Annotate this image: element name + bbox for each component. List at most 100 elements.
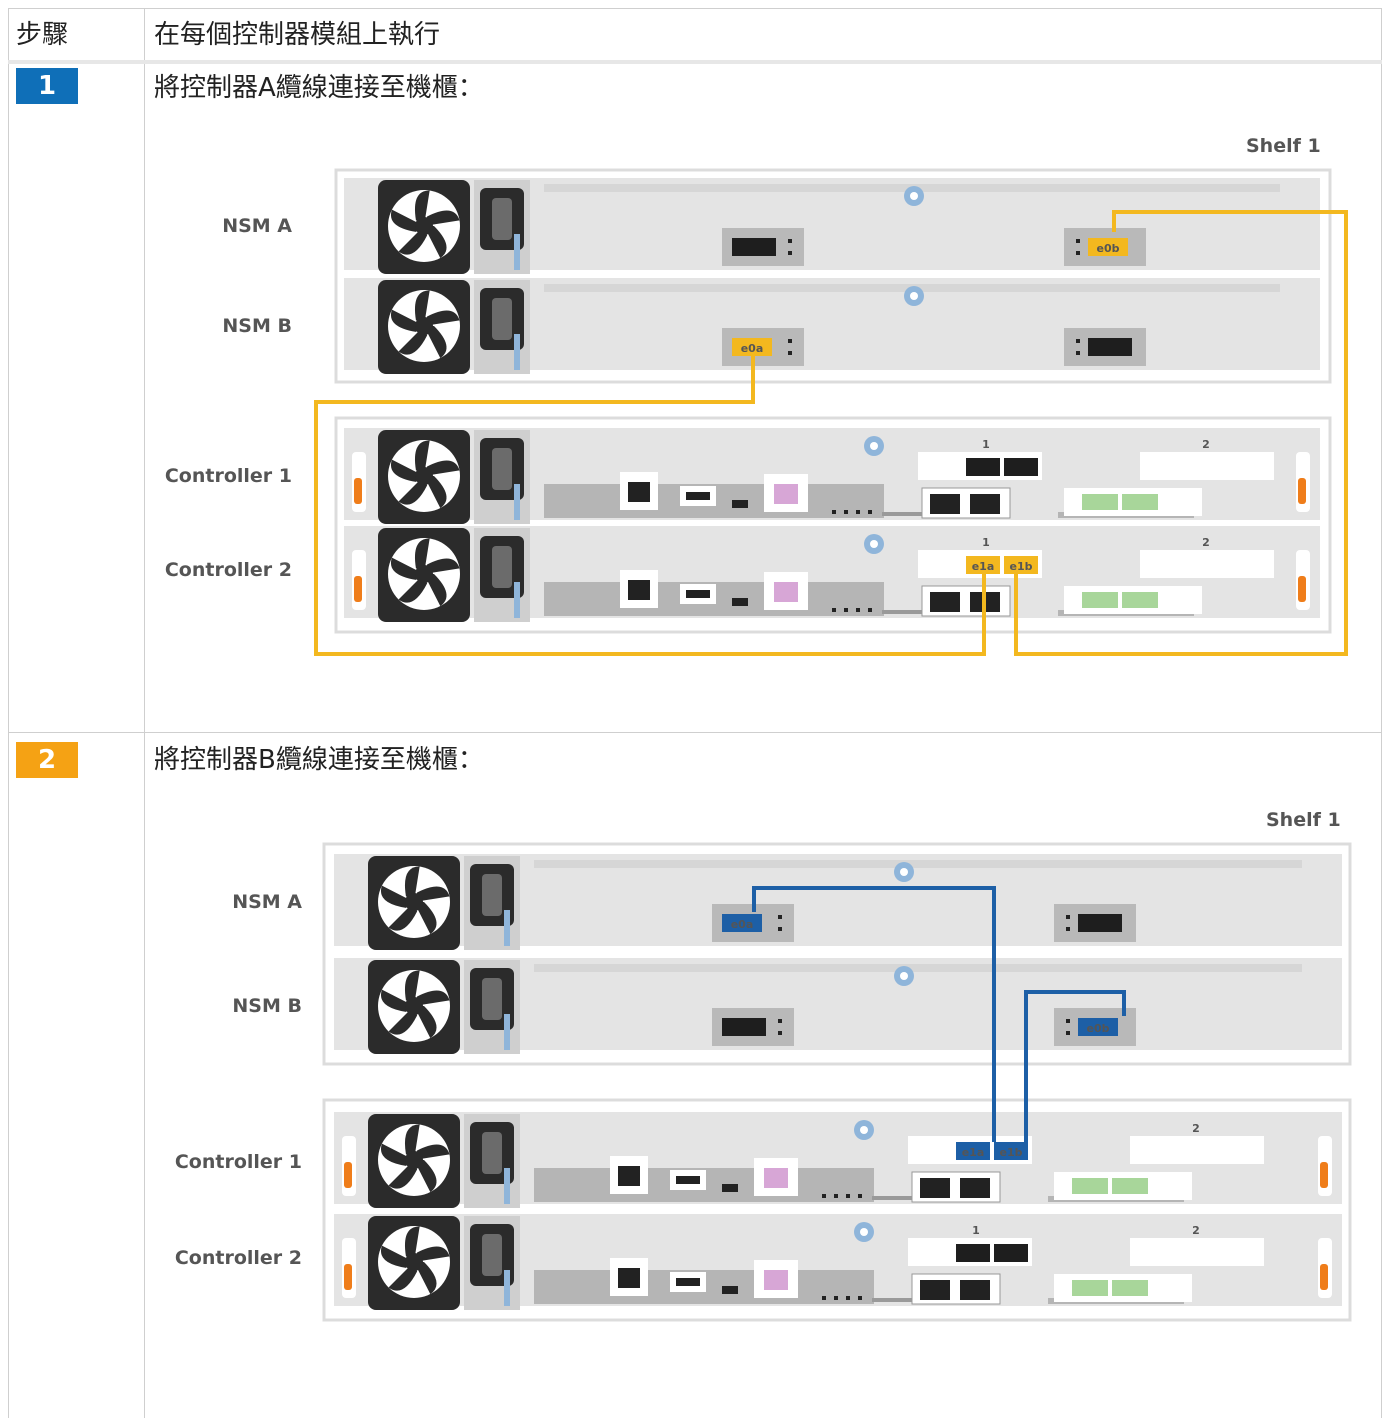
left-latch-icon: [344, 1264, 352, 1290]
right-latch-icon: [1298, 478, 1306, 504]
ethernet-port-icon: [628, 482, 650, 502]
port-led: [788, 251, 792, 255]
port-label: e1a: [962, 1146, 985, 1159]
status-led: [822, 1296, 826, 1300]
ethernet-port-icon: [970, 494, 1000, 514]
port-label: e1b: [1000, 1146, 1023, 1159]
status-led: [856, 608, 860, 612]
sfp-port-icon: [1072, 1178, 1108, 1194]
qsfp-port-e1a: [956, 1142, 990, 1160]
power-socket-inner: [492, 448, 512, 490]
slot-number: 2: [1192, 1122, 1200, 1135]
step-title: 將控制器A纜線連接至機櫃：: [154, 73, 484, 103]
thumbscrew-center: [910, 192, 918, 200]
fan-blade: [414, 886, 450, 902]
sfp-port-icon: [1072, 1280, 1108, 1296]
status-led: [832, 510, 836, 514]
fan-blade: [414, 1006, 437, 1039]
sas-cable: [1014, 210, 1348, 656]
sas-port-left: [732, 338, 772, 356]
thumbscrew-center: [860, 1228, 868, 1236]
qsfp-port-e1a: [956, 1244, 990, 1262]
slot-number: 1: [982, 438, 990, 451]
thumbscrew-center: [900, 972, 908, 980]
port-led: [778, 915, 782, 919]
usb-port-icon: [686, 590, 710, 598]
sas-port-right: [1078, 1018, 1118, 1036]
console-port-icon: [764, 1168, 788, 1188]
fan-blade: [404, 1124, 420, 1160]
sas-port-right: [1078, 914, 1122, 932]
power-socket-inner: [482, 1132, 502, 1174]
port-led: [778, 1019, 782, 1023]
right-latch-icon: [1320, 1264, 1328, 1290]
slot-number: 2: [1192, 1224, 1200, 1237]
power-latch: [504, 1168, 510, 1204]
power-latch: [504, 910, 510, 946]
qsfp-port-e1a: [966, 458, 1000, 476]
status-led: [834, 1194, 838, 1198]
controller-1-label: Controller 1: [175, 1151, 302, 1173]
qsfp-port-e1b: [994, 1244, 1028, 1262]
thumbscrew-center: [860, 1126, 868, 1134]
sas-port-left: [722, 1018, 766, 1036]
fan-hub: [415, 317, 433, 335]
row-divider: [8, 732, 1382, 733]
status-led: [832, 608, 836, 612]
nsm-a-label: NSM A: [222, 215, 292, 237]
sas-port-left-label: e0a: [731, 918, 754, 931]
fan-blade: [424, 226, 447, 259]
fan-hub: [415, 217, 433, 235]
sas-port-right-label: e0b: [1097, 242, 1120, 255]
pci-slot-2: [1140, 452, 1274, 480]
ethernet-port-icon: [628, 580, 650, 600]
sas-port-right: [1088, 238, 1128, 256]
power-latch: [504, 1014, 510, 1050]
thumbscrew-center: [900, 868, 908, 876]
fan-blade: [404, 970, 420, 1006]
fan-blade: [414, 990, 450, 1006]
fan-hub: [405, 1151, 423, 1169]
console-port-icon: [764, 1270, 788, 1290]
fan-hub: [405, 893, 423, 911]
qsfp-port-e1a: [966, 556, 1000, 574]
controller-1-label: Controller 1: [165, 465, 292, 487]
qsfp-port-e1b: [1004, 556, 1038, 574]
power-latch: [514, 582, 520, 618]
console-port-icon: [774, 582, 798, 602]
port-led: [1076, 239, 1080, 243]
right-latch-icon: [1320, 1162, 1328, 1188]
fan-blade: [414, 1262, 437, 1295]
fan-blade: [414, 290, 430, 326]
fan-blade: [404, 1226, 420, 1262]
sfp-port-icon: [1122, 592, 1158, 608]
port-led: [1066, 927, 1070, 931]
status-led: [856, 510, 860, 514]
right-latch-icon: [1298, 576, 1306, 602]
status-led: [868, 510, 872, 514]
port-led: [1066, 1019, 1070, 1023]
thumbscrew-center: [870, 540, 878, 548]
controller-2-label: Controller 2: [175, 1247, 302, 1269]
power-socket-inner: [482, 978, 502, 1020]
power-socket-inner: [482, 874, 502, 916]
sas-port-right-label: e0b: [1087, 1022, 1110, 1035]
pci-slot-2: [1140, 550, 1274, 578]
power-socket-inner: [492, 546, 512, 588]
fan-blade: [414, 1160, 437, 1193]
left-latch-icon: [354, 478, 362, 504]
status-led: [822, 1194, 826, 1198]
fan-hub: [415, 467, 433, 485]
shelf-label: Shelf 1: [1266, 809, 1341, 831]
fan-blade: [414, 440, 430, 476]
qsfp-port-e1b: [994, 1142, 1028, 1160]
slot-number: 1: [982, 536, 990, 549]
usb-port-icon: [686, 492, 710, 500]
port-led: [1066, 915, 1070, 919]
header-action: 在每個控制器模組上執行: [154, 20, 441, 50]
ethernet-port-icon: [618, 1166, 640, 1186]
fan-blade: [424, 476, 447, 509]
port-led: [788, 351, 792, 355]
